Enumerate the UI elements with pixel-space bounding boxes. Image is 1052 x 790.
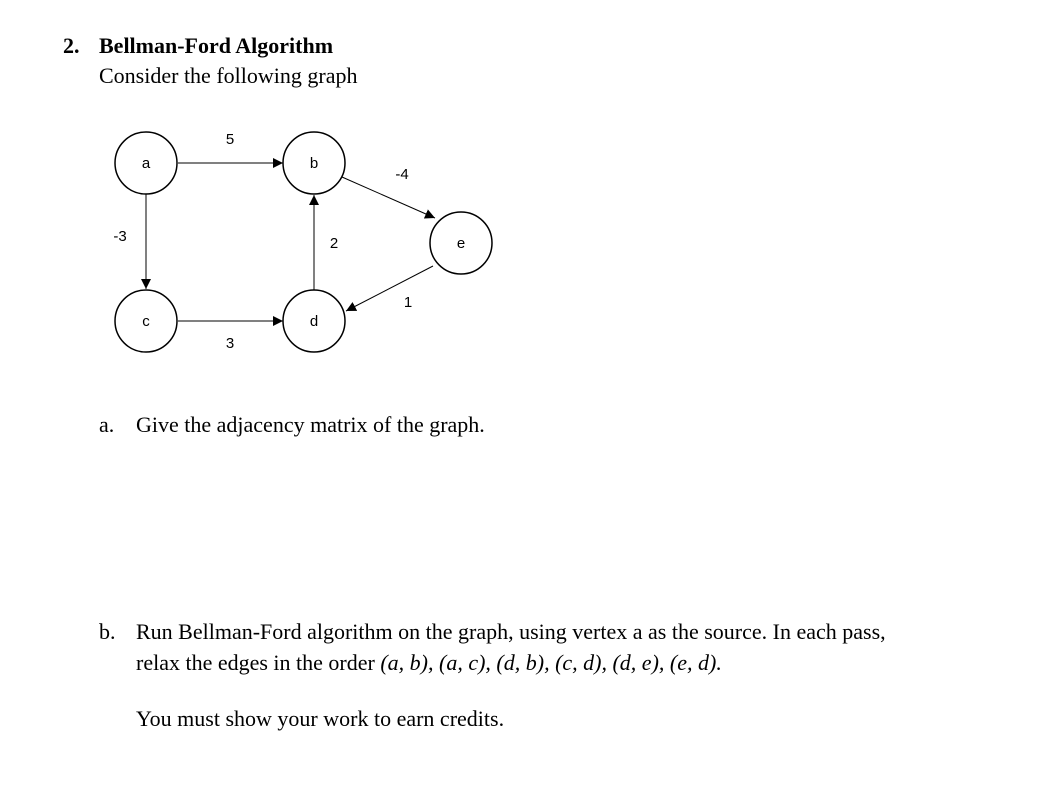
edge-weight-a-b: 5 — [226, 131, 234, 148]
graph-diagram: 5 -3 -4 2 3 1 a b c d e — [113, 131, 493, 353]
graph-node-c: c — [114, 289, 178, 353]
node-label-e: e — [457, 235, 465, 252]
part-b-line2-prefix: relax the edges in the order — [136, 650, 381, 675]
edge-c-d: 3 — [178, 316, 283, 352]
part-b-edge-order: (a, b), (a, c), (d, b), (c, d), (d, e), … — [380, 650, 722, 675]
node-label-d: d — [310, 313, 318, 330]
part-b-note: You must show your work to earn credits. — [136, 706, 505, 731]
part-b-line2: relax the edges in the order (a, b), (a,… — [136, 648, 722, 678]
edge-weight-b-e: -4 — [395, 166, 408, 183]
part-a-text: Give the adjacency matrix of the graph. — [136, 412, 485, 437]
graph-node-e: e — [429, 211, 493, 275]
problem-intro: Consider the following graph — [99, 63, 358, 88]
edge-b-e: -4 — [341, 166, 436, 219]
node-label-a: a — [142, 155, 151, 172]
edge-weight-e-d: 1 — [404, 294, 412, 311]
edge-weight-a-c: -3 — [113, 228, 126, 245]
edge-weight-c-d: 3 — [226, 335, 234, 352]
part-b-line1: Run Bellman-Ford algorithm on the graph,… — [136, 619, 886, 644]
graph-node-d: d — [282, 289, 346, 353]
node-label-c: c — [142, 313, 150, 330]
edge-e-d: 1 — [345, 265, 434, 312]
edge-a-c: -3 — [113, 194, 151, 289]
part-b-letter: b. — [99, 619, 116, 644]
problem-heading: 2. Bellman-Ford Algorithm — [63, 31, 333, 61]
edge-weight-d-b: 2 — [330, 235, 338, 252]
graph-node-b: b — [282, 131, 346, 195]
part-a-letter: a. — [99, 412, 115, 437]
node-label-b: b — [310, 155, 318, 172]
edge-d-b: 2 — [309, 195, 338, 291]
problem-title: Bellman-Ford Algorithm — [99, 33, 334, 58]
edge-a-b: 5 — [178, 131, 283, 168]
graph-node-a: a — [114, 131, 178, 195]
problem-number: 2. — [63, 33, 80, 58]
